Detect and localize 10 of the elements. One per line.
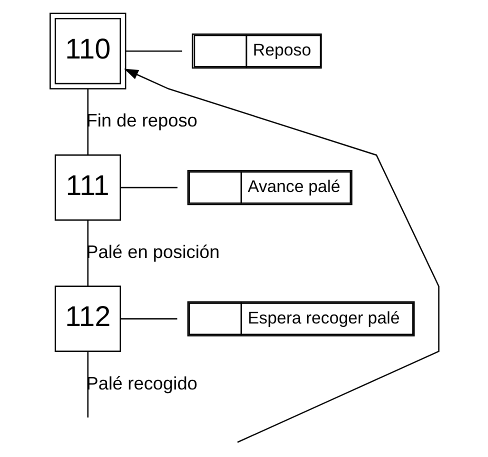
node-box: 110 [49,12,126,90]
arrow [124,68,439,443]
connector [120,186,177,188]
node-box: 111 [54,154,121,221]
connector [125,50,182,52]
node-box: 112 [54,286,121,352]
connector [86,352,88,418]
connector [86,88,88,155]
connector [86,220,88,286]
connector [120,318,177,320]
